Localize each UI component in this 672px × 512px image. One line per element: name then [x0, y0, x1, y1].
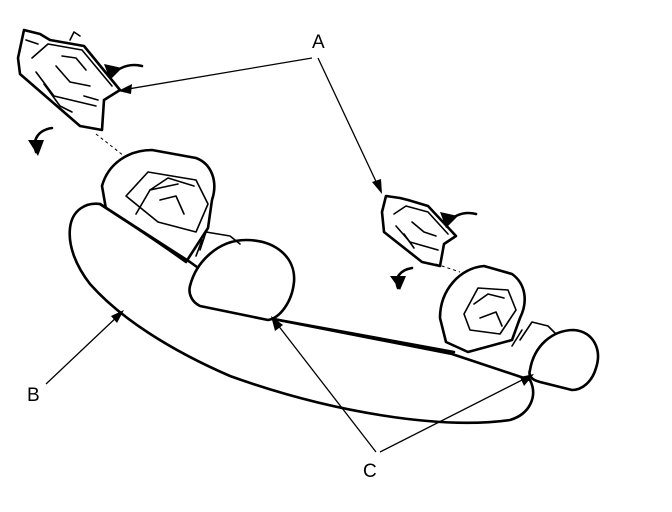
clip-upper-left	[16, 28, 122, 132]
rotate-arrow-icon	[440, 211, 478, 228]
alignment-line	[95, 133, 125, 157]
callout-label-c: C	[363, 461, 377, 482]
leader-b	[45, 310, 124, 385]
callout-label-a: A	[312, 32, 325, 53]
grab-handle	[68, 148, 600, 425]
rotate-arrow-icon	[28, 126, 54, 156]
rotate-arrow-icon	[390, 266, 414, 290]
leader-c	[271, 316, 534, 453]
callout-label-b: B	[27, 385, 40, 406]
leader-a	[118, 57, 382, 194]
rotate-arrow-icon	[104, 63, 144, 80]
clip-right	[380, 194, 458, 268]
alignment-line	[435, 263, 461, 273]
